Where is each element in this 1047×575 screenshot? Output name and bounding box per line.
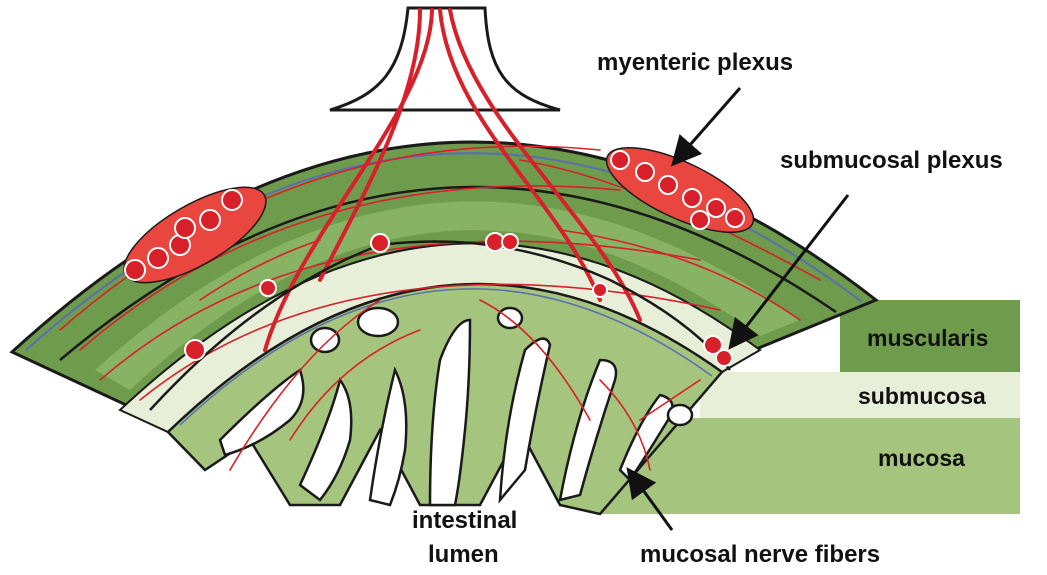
label-intestinal: intestinal [412,507,517,534]
label-mucosa: mucosa [878,445,965,471]
label-muscularis: muscularis [867,325,988,351]
label-lumen: lumen [428,541,499,568]
label-myenteric-plexus: myenteric plexus [597,49,793,76]
label-submucosal-plexus: submucosal plexus [780,147,1003,174]
myenteric-plexus-arrow [675,88,740,162]
label-submucosa: submucosa [858,383,986,409]
mesentery-stalk [330,8,560,110]
label-mucosal-nerve-fibers: mucosal nerve fibers [640,541,880,568]
